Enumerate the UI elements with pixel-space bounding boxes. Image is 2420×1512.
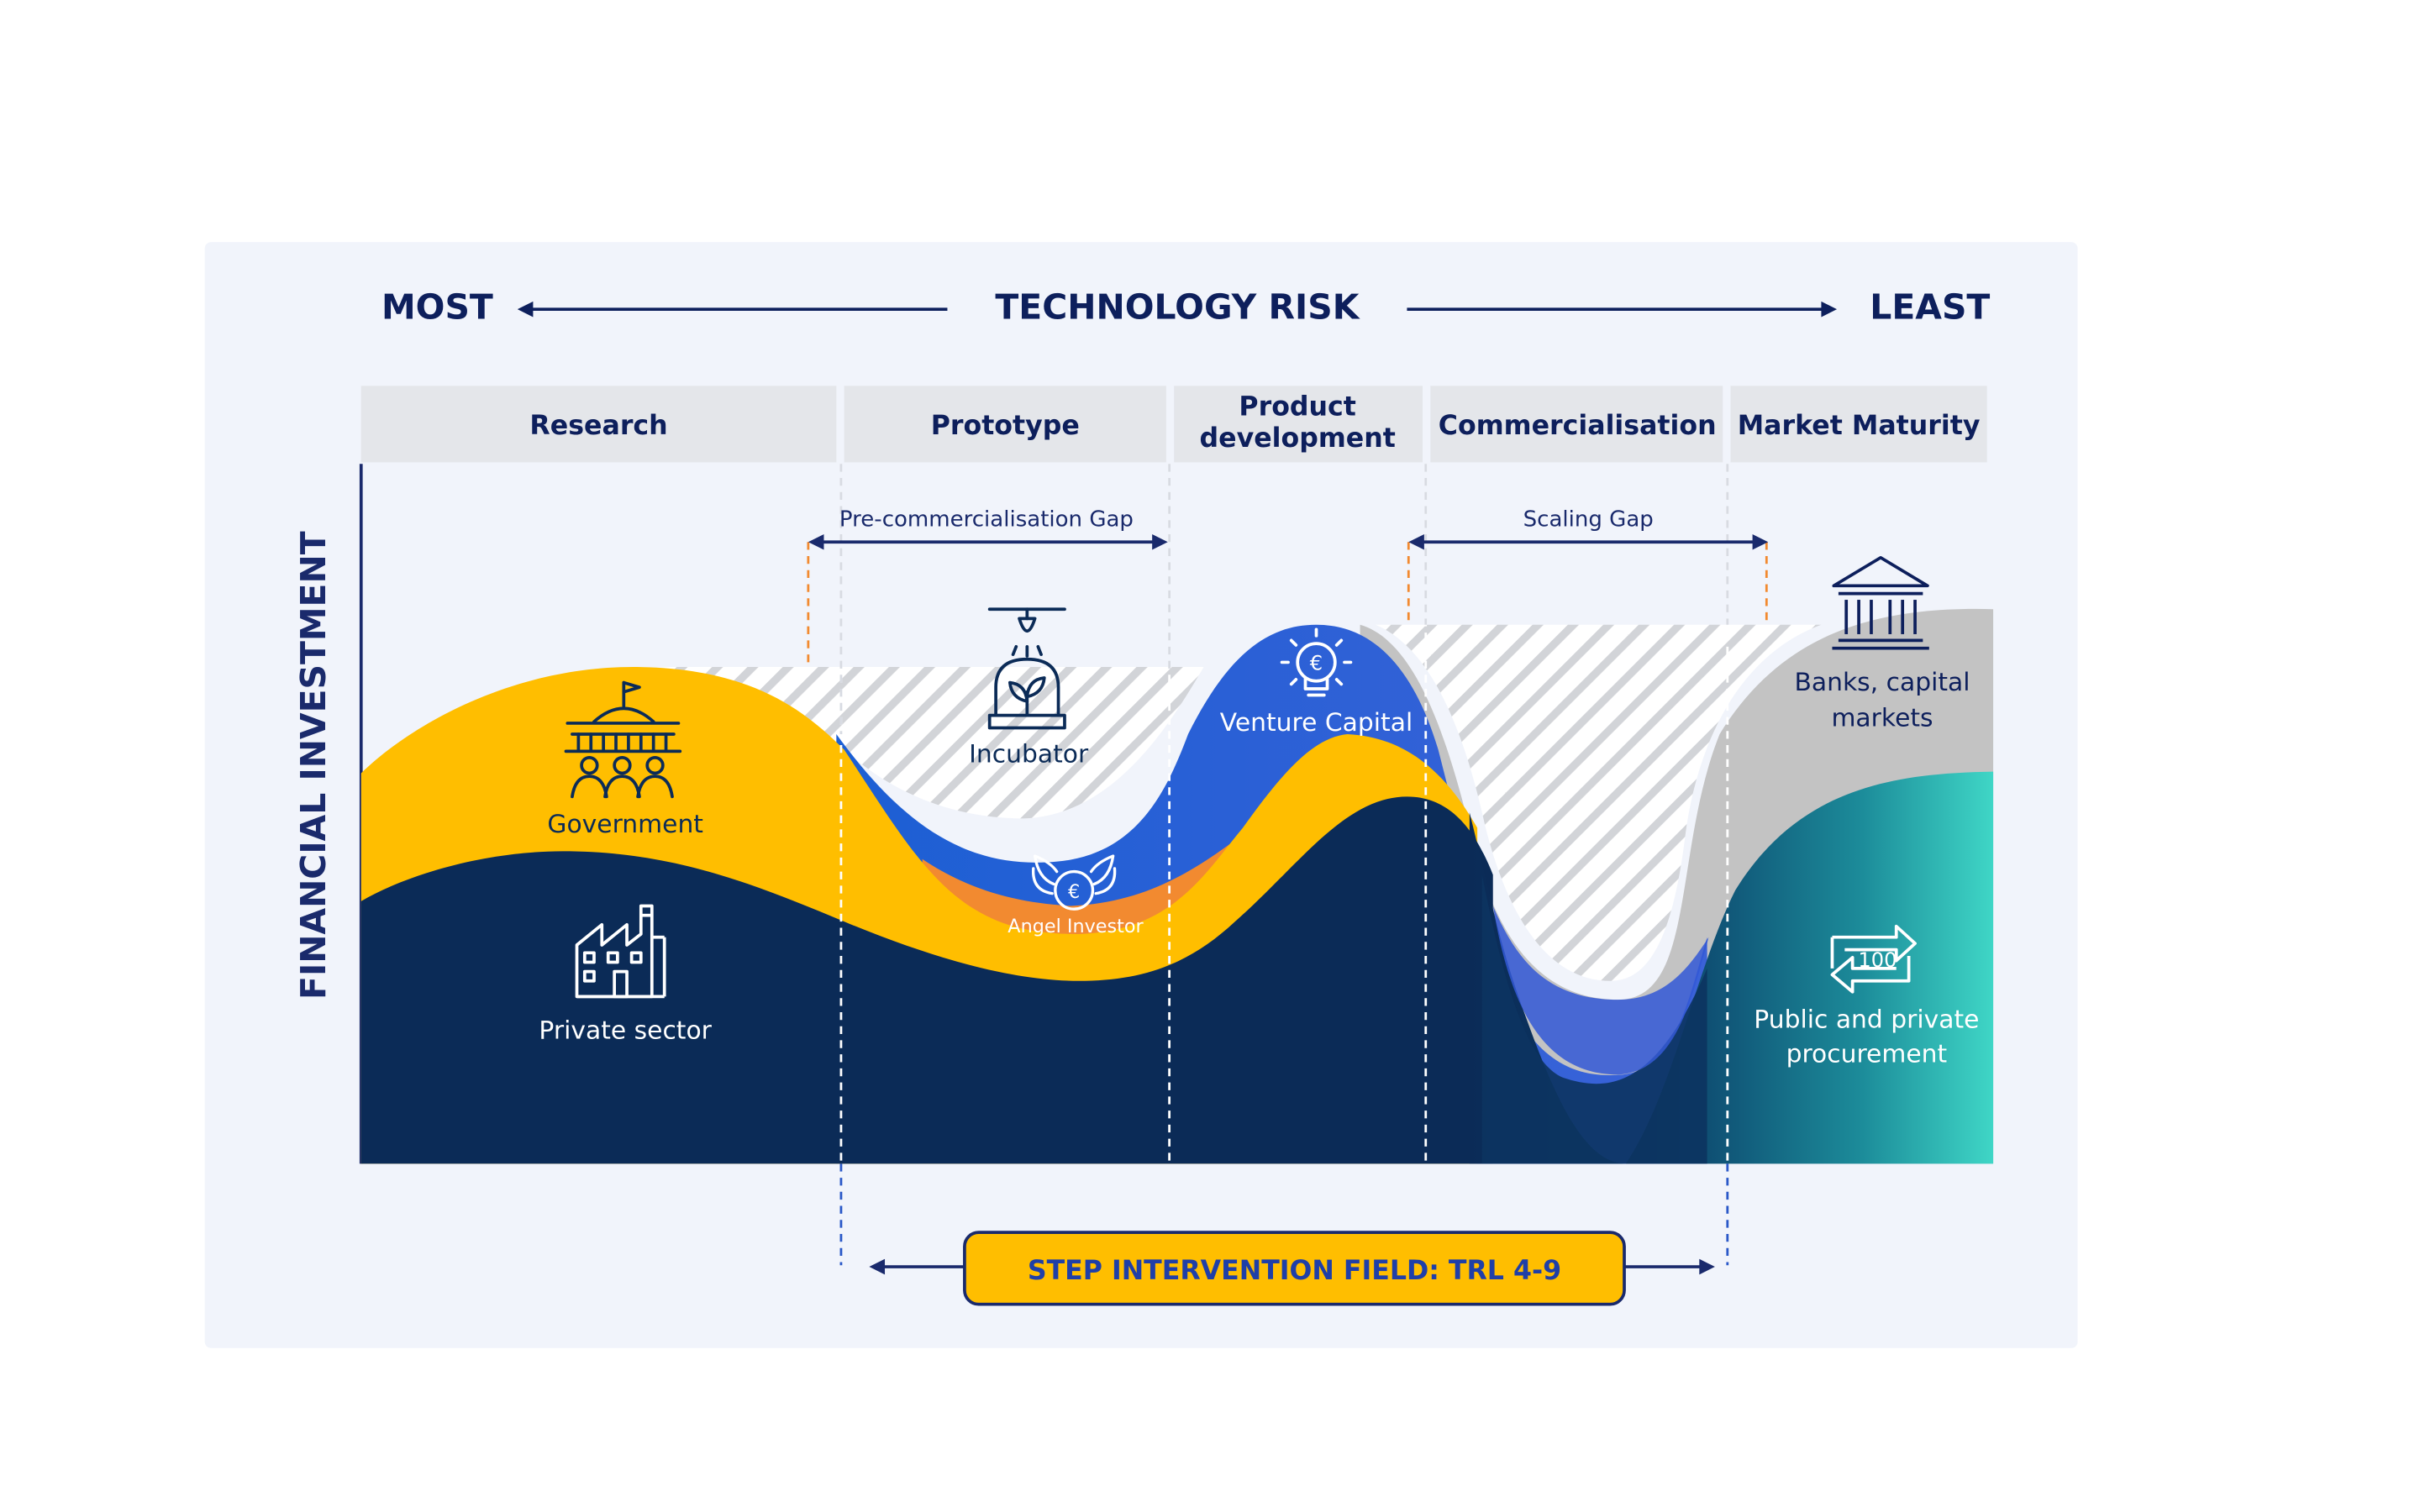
procurement-icon-text: 100 (1858, 948, 1897, 972)
bank-icon (1832, 555, 1929, 650)
commercialisation-dark-area (1481, 874, 1707, 1164)
angel-investor-label: Angel Investor (1007, 916, 1144, 937)
least-risk-label: LEAST (1870, 286, 1990, 327)
stage-label-research: Research (529, 411, 667, 441)
scaling-gap-hatch (1376, 624, 1822, 981)
stage-label-product-development-line2: development (1200, 423, 1396, 454)
angel-euro-glyph: € (1068, 881, 1080, 903)
private-sector-area (360, 796, 1493, 1164)
pre-commercialisation-gap-hatch (656, 667, 1204, 819)
banks-label-line1: Banks, capital (1794, 668, 1970, 697)
risk-arrow-right (1407, 301, 1838, 318)
winged-euro-icon (1032, 854, 1117, 911)
stage-label-product-development-line1: Product (1239, 392, 1355, 423)
commercialisation-blue-dip (1492, 906, 1709, 1075)
procurement-area (1469, 771, 1994, 1164)
stage-header-prototype (844, 386, 1166, 463)
incubator-label: Incubator (969, 739, 1089, 769)
procurement-label-line1: Public and private (1754, 1005, 1979, 1035)
stage-header-commercialisation (1430, 386, 1723, 463)
procurement-label-line2: procurement (1786, 1039, 1948, 1068)
pre-commercialisation-gap-label: Pre-commercialisation Gap (839, 507, 1134, 533)
procurement-exchange-icon (1830, 924, 1917, 994)
venture-euro-glyph: € (1310, 652, 1323, 675)
intervention-arrow-right (1624, 1258, 1715, 1275)
scaling-gap-marker (1407, 533, 1769, 625)
most-risk-label: MOST (381, 286, 493, 327)
banks-label-line2: markets (1831, 704, 1933, 733)
technology-risk-label: TECHNOLOGY RISK (995, 286, 1360, 327)
intervention-field-box (963, 1231, 1626, 1306)
stage-header-product-development (1174, 386, 1423, 463)
factory-icon (575, 904, 666, 999)
stage-label-market-maturity: Market Maturity (1738, 411, 1981, 441)
stage-label-commercialisation: Commercialisation (1439, 411, 1717, 441)
scaling-gap-label: Scaling Gap (1523, 507, 1654, 533)
risk-arrow-left (517, 301, 948, 318)
intervention-field-label: STEP INTERVENTION FIELD: TRL 4-9 (1028, 1256, 1561, 1286)
euro-lightbulb-icon (1280, 627, 1353, 697)
government-label: Government (547, 810, 703, 839)
y-axis-label: FINANCIAL INVESTMENT (293, 531, 334, 1000)
pre-commercialisation-gap-marker (807, 533, 1168, 668)
private-sector-label: Private sector (539, 1016, 712, 1046)
venture-capital-label: Venture Capital (1220, 708, 1413, 738)
incubator-dome-icon (987, 607, 1066, 730)
stage-label-prototype: Prototype (931, 411, 1080, 441)
government-building-icon (564, 680, 682, 799)
stage-header-research (360, 386, 837, 463)
intervention-arrow-left (869, 1258, 965, 1275)
stage-header-market-maturity (1730, 386, 1987, 463)
